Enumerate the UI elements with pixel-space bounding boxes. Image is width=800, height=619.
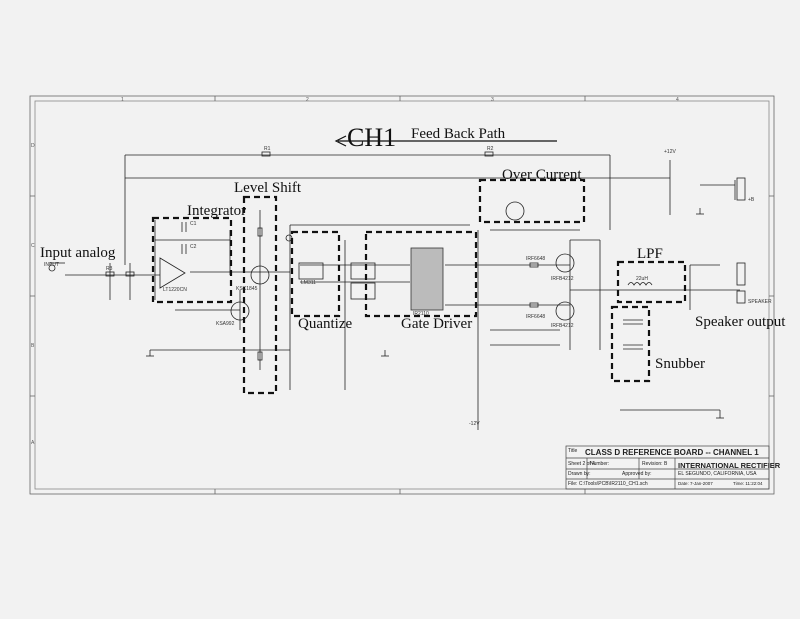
level-shift-block [242,195,278,395]
zone-row-c: C [31,243,35,249]
gate-driver-block [364,230,478,318]
components [48,151,746,419]
input-analog-label: Input analog [40,245,116,261]
title-block-approved-by: Approved by: [622,471,652,477]
cap-c2-ref: C2 [190,244,197,250]
wiring [50,154,740,430]
zone-col-3: 3 [491,97,494,103]
zone-row-b: B [31,343,35,349]
feedback-arrow [334,135,557,147]
over-current-block [478,178,586,224]
title-block-sheet: Sheet 2 of 4 [568,461,595,467]
ch1-label: CH1 [347,123,397,152]
function-blocks [151,178,687,395]
zone-col-2: 2 [306,97,309,103]
transistor-ls1-ref: KSC1845 [236,286,258,292]
snubber-block [610,305,651,383]
gate-driver-label: Gate Driver [401,316,473,332]
zone-row-a: A [31,440,35,446]
title-block-title: CLASS D REFERENCE BOARD -- CHANNEL 1 [585,448,759,457]
title-block-drawn-by: Drawn by: [568,471,591,477]
feedback-path-label: Feed Back Path [411,126,506,142]
q-bot-ref: IRF6648 [526,314,546,320]
lpf-label: LPF [637,246,663,262]
transistor-ls2-ref: KSA992 [216,321,235,327]
vee-ref: -12V [469,421,480,427]
sheet-border [29,95,775,495]
comparator-ref: LM311 [301,280,316,286]
mosfet-bot-ref: IRFB4212 [551,323,574,329]
title-block-time: Time: 11:22:04 [733,481,763,486]
vcc-ref: +12V [664,149,676,155]
quantize-label: Quantize [298,316,353,332]
quantize-block [290,230,341,318]
title-caption: Title [568,448,578,454]
title-block-company: INTERNATIONAL RECTIFIER [678,461,781,470]
mosfet-top-ref: IRFB4212 [551,276,574,282]
title-block-revision: Revision: B [642,461,668,467]
cap-c1-ref: C1 [190,221,197,227]
level-shift-label: Level Shift [234,180,302,196]
power-connector-ref: +B [748,197,755,203]
input-connector-ref: INPUT [44,262,59,268]
integrator-label: Integrator [187,203,247,219]
opamp-ref: LT1220CN [163,287,187,293]
q-top-ref: IRF6648 [526,256,546,262]
title-block-location: EL SEGUNDO, CALIFORNIA, USA [678,471,757,477]
over-current-label: Over Current [502,167,582,183]
integrator-block [151,216,233,304]
zone-col-1: 1 [121,97,124,103]
ic-driver-ref: IR2110 [413,311,429,317]
speaker-output-label: Speaker output [695,314,786,330]
zone-row-d: D [31,143,35,149]
snubber-label: Snubber [655,356,705,372]
title-block-date: Date: 7-Jan-2007 [678,481,713,486]
resistor-r1-ref: R1 [264,146,271,152]
inductor-ref: 22uH [636,276,648,282]
lpf-block [616,260,687,304]
title-block-file: File: C:\Tools\PCB\IR2110_CH1.sch [568,481,648,487]
resistor-r3-ref: R3 [106,266,113,272]
speaker-connector-ref: SPEAKER [748,299,772,305]
zone-col-4: 4 [676,97,679,103]
title-block-number: Number: [590,461,610,467]
resistor-r2-ref: R2 [487,146,494,152]
title-block [565,445,770,490]
